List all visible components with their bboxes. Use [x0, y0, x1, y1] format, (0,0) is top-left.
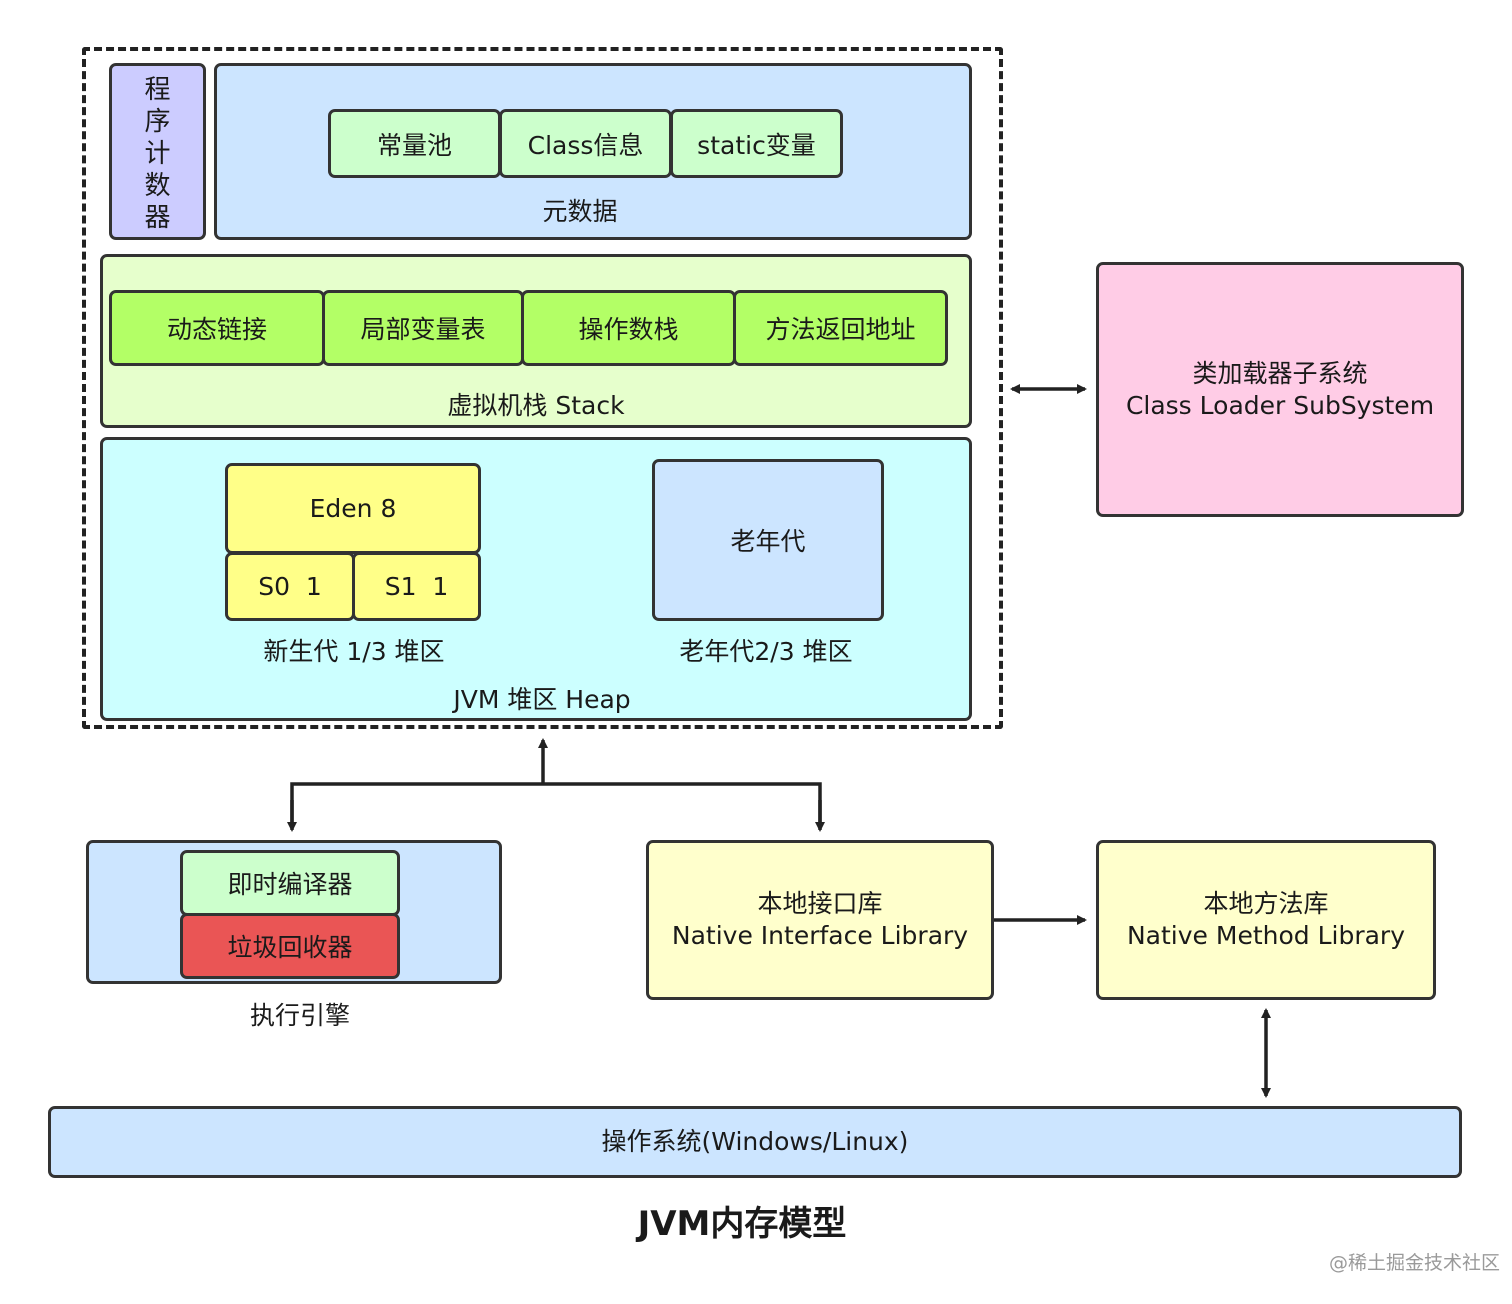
jit-compiler-cell: 即时编译器 — [180, 850, 400, 916]
dynamic-linking-cell: 动态链接 — [109, 290, 325, 366]
old-generation-label: 老年代2/3 堆区 — [679, 637, 853, 666]
footer-credit: @稀土掘金技术社区 — [1328, 1252, 1500, 1274]
heap-label: JVM 堆区 Heap — [453, 685, 631, 714]
program-counter-char: 器 — [144, 203, 171, 233]
program-counter-label: 程 序 计 数 器 — [112, 74, 203, 234]
static-variable-cell: static变量 — [670, 109, 843, 178]
local-variable-table-cell: 局部变量表 — [322, 290, 524, 366]
eden-cell: Eden 8 — [225, 463, 481, 554]
program-counter-char: 计 — [144, 139, 171, 169]
execution-engine-label: 执行引擎 — [249, 1001, 350, 1030]
diagram-title: JVM内存模型 — [637, 1204, 847, 1244]
garbage-collector-cell: 垃圾回收器 — [180, 913, 400, 979]
distribution-line — [290, 782, 822, 828]
stack-label: 虚拟机栈 Stack — [447, 391, 625, 420]
program-counter-char: 数 — [144, 171, 171, 201]
class-loader-title-en: Class Loader SubSystem — [1125, 390, 1435, 420]
program-counter-char: 程 — [144, 75, 171, 105]
return-address-cell: 方法返回地址 — [733, 290, 948, 366]
native-method-library: 本地方法库 Native Method Library — [1096, 840, 1436, 1000]
native-method-title-en: Native Method Library — [1126, 921, 1405, 950]
metadata-label: 元数据 — [542, 197, 618, 226]
constant-pool-cell: 常量池 — [328, 109, 501, 178]
program-counter-box: 程 序 计 数 器 — [109, 63, 206, 240]
native-interface-title-en: Native Interface Library — [671, 921, 969, 950]
native-interface-library: 本地接口库 Native Interface Library — [646, 840, 994, 1000]
operating-system-label: 操作系统(Windows/Linux) — [601, 1127, 909, 1156]
young-generation-label: 新生代 1/3 堆区 — [263, 637, 445, 666]
jvm-runtime-boundary — [82, 47, 1003, 729]
program-counter-char: 序 — [144, 107, 171, 137]
survivor-1-cell: S1 1 — [352, 552, 481, 621]
class-loader-subsystem: 类加载器子系统 Class Loader SubSystem — [1096, 262, 1464, 517]
operating-system-bar: 操作系统(Windows/Linux) — [48, 1106, 1462, 1178]
native-method-title-cn: 本地方法库 — [1203, 889, 1329, 918]
class-loader-title-cn: 类加载器子系统 — [1192, 358, 1368, 388]
native-interface-title-cn: 本地接口库 — [757, 889, 883, 918]
old-generation-cell: 老年代 — [652, 459, 884, 621]
class-info-cell: Class信息 — [499, 109, 672, 178]
survivor-0-cell: S0 1 — [225, 552, 355, 621]
